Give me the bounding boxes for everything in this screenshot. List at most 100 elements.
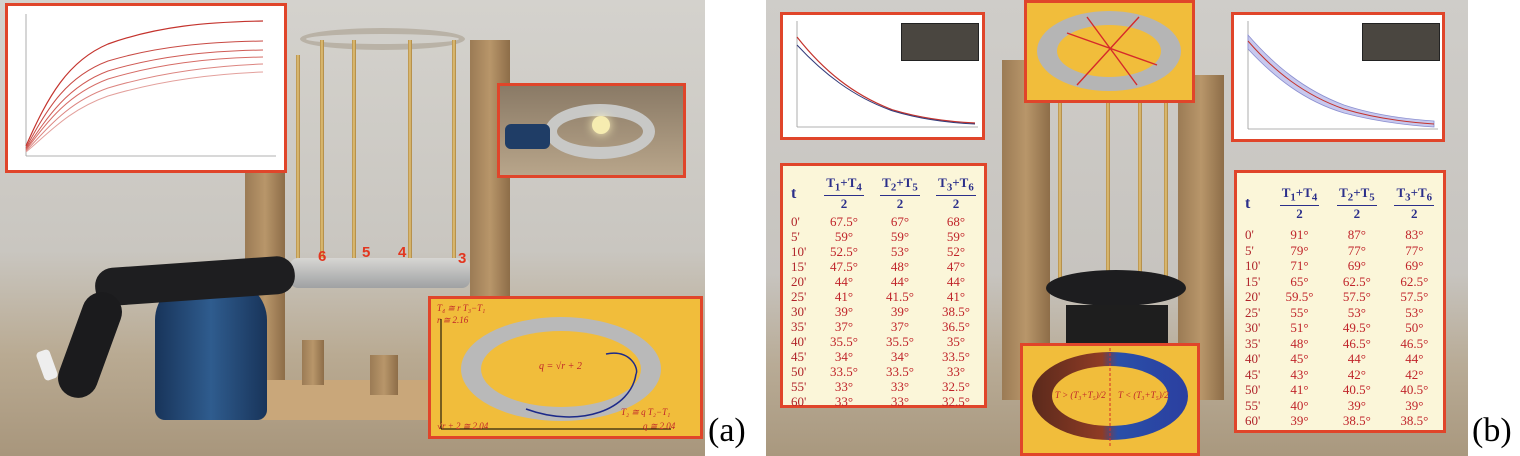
table-row: 30'39°39°38.5° [783, 304, 984, 319]
temperature-cell: 67.5° [830, 214, 858, 229]
temperature-cell: 53° [1347, 304, 1366, 320]
time-cell: 5' [1245, 242, 1254, 258]
sensor-label: 3 [458, 250, 467, 267]
table-row: 50'33.5°33.5°33° [783, 364, 984, 379]
ring-diagram-svg [440, 317, 671, 430]
time-cell: 20' [791, 274, 807, 289]
temperature-graph-inset [5, 3, 287, 173]
time-cell: 25' [791, 289, 807, 304]
thermometer-rod [1138, 90, 1142, 280]
temperature-cell: 50° [1405, 320, 1424, 336]
ring-right-condition: T < (T₃+T₅)/2 [1118, 390, 1169, 400]
temperature-cell: 39° [1290, 413, 1309, 429]
torch-nozzle [505, 124, 550, 149]
time-cell: 60' [1245, 413, 1261, 429]
heat-flow-diagram-inset: T₄ ≅ r T₃−T₁ r ≅ 2.16 q = √r + 2 √r + 2 … [428, 296, 703, 439]
temperature-cell: 59.5° [1285, 289, 1314, 305]
table-body: 0'91°87°83°5'79°77°77°10'71°69°69°15'65°… [1237, 227, 1443, 429]
time-cell: 45' [791, 349, 807, 364]
temperature-cell: 59° [890, 229, 910, 244]
temperature-cell: 38.5° [1342, 413, 1371, 429]
thermometer-rod [352, 40, 356, 265]
ring-topview-svg [1037, 11, 1181, 91]
temperature-cell: 44° [946, 274, 966, 289]
table-row: 35'48°46.5°46.5° [1237, 336, 1443, 352]
wood-block [302, 340, 324, 385]
temperature-cell: 38.5° [942, 304, 970, 319]
time-cell: 0' [1245, 227, 1254, 243]
temperature-cell: 34° [890, 349, 910, 364]
table-row: 5'79°77°77° [1237, 243, 1443, 259]
table-row: 45' 34° 34° 33.5° [783, 349, 984, 364]
temperature-cell: 33° [834, 379, 854, 394]
ring-left-condition: T > (T₃+T₅)/2 [1055, 390, 1106, 400]
temperature-cell: 91° [1290, 227, 1309, 243]
temperature-cell: 39° [1405, 397, 1424, 413]
time-cell: 5' [791, 229, 800, 244]
temperature-cell: 69° [1347, 258, 1366, 274]
table-row: 55'40°39°39° [1237, 398, 1443, 414]
cooling-graph-inset-right [1231, 12, 1445, 142]
thermometer-rod [1058, 90, 1062, 280]
table-row: 15'65°62.5°62.5° [1237, 274, 1443, 290]
panel-label-b: (b) [1472, 412, 1512, 449]
temperature-cell: 57.5° [1400, 289, 1429, 305]
temperature-cell: 32.5° [942, 379, 970, 394]
thermometer-rod [452, 40, 456, 265]
temperature-cell: 37° [834, 319, 854, 334]
table-row: 30'51°49.5°50° [1237, 320, 1443, 336]
table-row: 10'71°69°69° [1237, 258, 1443, 274]
table-row: 35'37°37°36.5° [783, 319, 984, 334]
time-cell: 0' [791, 214, 800, 229]
time-cell: 40' [791, 334, 807, 349]
temperature-cell: 42° [1405, 366, 1424, 382]
sensor-label: 4 [398, 244, 407, 261]
time-cell: 60' [791, 394, 807, 409]
top-ring [300, 28, 465, 50]
temperature-cell: 40° [1290, 397, 1309, 413]
torch-handle [52, 286, 128, 404]
table-row: 40'35.5°35.5°35° [783, 334, 984, 349]
table-row: 60'39°38.5°38.5° [1237, 413, 1443, 429]
temperature-cell: 33.5° [942, 349, 970, 364]
time-cell: 50' [1245, 382, 1261, 398]
time-cell: 15' [1245, 273, 1261, 289]
time-cell: 55' [1245, 397, 1261, 413]
heating-curves-graph [25, 14, 276, 157]
temperature-cell: 46.5° [1400, 335, 1429, 351]
temperature-cell: 40.5° [1400, 382, 1429, 398]
temperature-cell: 47° [946, 259, 966, 274]
temperature-cell: 41° [1290, 382, 1309, 398]
temperature-cell: 77° [1347, 242, 1366, 258]
table-row: 0'67.5°67°68° [783, 214, 984, 229]
thermometer-rod [1164, 90, 1168, 280]
temperature-cell: 35.5° [830, 334, 858, 349]
temperature-cell: 51° [1290, 320, 1309, 336]
thermometer-rod [296, 55, 300, 265]
temperature-cell: 41° [946, 289, 966, 304]
temperature-cell: 48° [890, 259, 910, 274]
gas-canister [155, 280, 267, 420]
sensor-label: 6 [318, 248, 327, 265]
temperature-cell: 36.5° [942, 319, 970, 334]
table-row: 0'91°87°83° [1237, 227, 1443, 243]
temperature-cell: 43° [1290, 366, 1309, 382]
time-cell: 10' [791, 244, 807, 259]
dark-ring [1046, 270, 1186, 306]
thermometer-rod [320, 40, 324, 265]
table-row: 20'44°44°44° [783, 274, 984, 289]
temperature-cell: 49.5° [1342, 320, 1371, 336]
temperature-cell: 59° [946, 229, 966, 244]
table-row: 25'41°41.5°41° [783, 289, 984, 304]
time-cell: 30' [791, 304, 807, 319]
temperature-cell: 41.5° [886, 289, 914, 304]
temperature-cell: 34° [834, 349, 854, 364]
table-body: 0'67.5°67°68°5'59°59°59°10'52.5°53°52°15… [783, 214, 984, 409]
diagram-eq-bottom-left: √r + 2 ≅ 2.04 [437, 421, 489, 431]
